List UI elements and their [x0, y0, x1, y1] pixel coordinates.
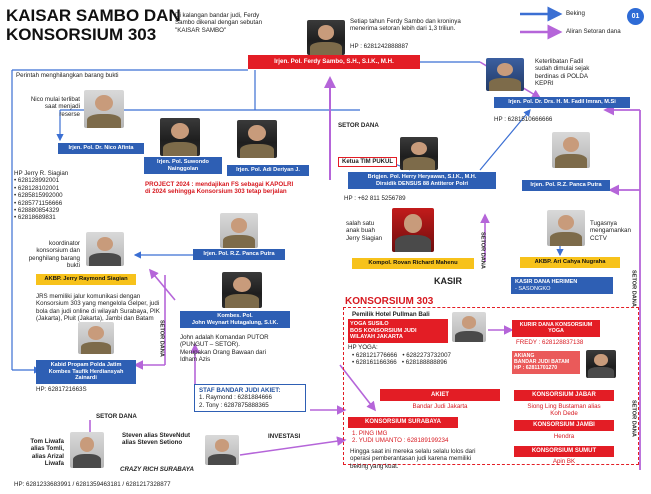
setor-dana-vertical-right-top: SETOR DANA: [630, 270, 637, 307]
project-note: PROJECT 2024 : mendajikan FS sebagai KAP…: [145, 181, 294, 196]
akiang-photo: [586, 350, 616, 378]
hutagalung-photo: [222, 272, 262, 308]
kasir-label: KASIR: [434, 276, 463, 286]
tom-note: Tom Liwafa alias Tomli, alias Arizal Liw…: [30, 438, 64, 468]
jabar-box: KONSORSIUM JABAR: [514, 390, 614, 401]
heryawan-photo: [400, 137, 438, 170]
steven-note: Steven alias SteveNdut alias Steven Seti…: [122, 432, 191, 447]
rovan-note: salah satu anak buah Jerry Siagian: [346, 220, 383, 242]
page-title: KAISAR SAMBO DAN KONSORSIUM 303: [6, 6, 181, 44]
fadil-hp: HP : 6281510666666: [494, 116, 553, 123]
kurir-box: KURIR DANA KONSORSIUM YOGA: [512, 320, 600, 337]
akiet-box: AKIET: [380, 389, 500, 401]
akiet-sub: Bandar Judi Jakarta: [412, 403, 468, 410]
steven-photo: [205, 435, 239, 465]
cahya-photo: [547, 210, 585, 246]
deriyan-photo: [237, 120, 277, 158]
konsorsium-title: KONSORSIUM 303: [345, 296, 434, 307]
panca-right-photo: [552, 132, 590, 168]
yoga-hp-label: HP YOGA:: [348, 344, 378, 351]
panca-mid-box: Irjen. Pol. R.Z. Panca Putra: [193, 249, 285, 260]
page-number-badge: 01: [627, 8, 644, 25]
perintah-note: Perintah menghilangkan barang bukti: [16, 72, 119, 79]
cahya-note: Tugasnya mengamankan CCTV: [590, 220, 631, 242]
kabid-photo: [78, 322, 114, 354]
jerry-box: AKBP. Jerry Raymond Siagian: [36, 274, 136, 285]
cahya-box: AKBP. Ari Cahya Nugraha: [520, 257, 620, 268]
konsorsium-frame: [343, 307, 639, 465]
sambo-hp: HP : 6281242888887: [350, 43, 409, 50]
kasir-box: KASIR DANA HERIMEN - SASONGKO: [511, 277, 613, 295]
crazy-rich-label: CRAZY RICH SURABAYA: [120, 466, 194, 473]
fadil-photo: [486, 58, 524, 91]
fadil-note: Keterlibatan Fadil sudah dimulai sejak b…: [535, 58, 590, 88]
sumut-box: KONSORSIUM SUMUT: [514, 446, 614, 457]
legend-beking: Beking: [566, 10, 585, 17]
yoga-hp-list: • 628121776666 • 6282273732007 • 6281611…: [352, 352, 451, 367]
heryawan-hp: HP : +62 811 5256789: [344, 195, 406, 202]
setor-dana-vertical-mid: SETOR DANA: [479, 232, 486, 269]
setor-dana-vertical-right-bottom: SETOR DANA: [630, 400, 637, 437]
fadil-box: Irjen. Pol. Dr. Drs. H. M. Fadil Imran, …: [494, 97, 630, 108]
rovan-box: Kompol. Rovan Richard Mahenu: [352, 258, 474, 269]
deriyan-box: Irjen. Pol. Adi Deriyan J.: [227, 165, 309, 176]
setor-dana-bottom: SETOR DANA: [96, 413, 137, 420]
hingga-note: Hingga saat ini mereka selalu selalu lol…: [350, 448, 476, 470]
nico-note: Nico mulai terlibat saat menjadi reserse: [30, 96, 80, 118]
yoga-top-note: Pemilik Hotel Pullman Bali: [352, 311, 430, 318]
ketua-tim-pukul-label: Ketua TIM PUKUL: [338, 157, 397, 167]
sambo-box: Irjen. Pol. Ferdy Sambo, S.H., S.I.K., M…: [248, 55, 420, 69]
sumut-sub: Apin BK: [552, 458, 576, 465]
setor-dana-vertical-left: SETOR DANA: [158, 320, 165, 357]
investasi-label: INVESTASI: [268, 433, 301, 440]
suwondo-photo: [160, 118, 200, 156]
sambo-photo: [307, 20, 345, 55]
kabid-box: Kabid Propam Polda Jatim Kombes Taufik H…: [36, 360, 136, 384]
panca-right-box: Irjen. Pol. R.Z. Panca Putra: [522, 180, 610, 191]
jambi-box: KONSORSIUM JAMBI: [514, 420, 614, 431]
sambo-note: Setiap tahun Ferdy Sambo dan kroninya me…: [350, 18, 461, 33]
koordinator-note: koordinator konsorsium dan penghilang ba…: [28, 240, 80, 270]
intro-note: Di kalangan bandar judi, Ferdy Sambo dik…: [175, 12, 263, 34]
bottom-hps: HP: 6281233683991 / 6281359463181 / 6281…: [14, 481, 171, 488]
surabaya-list: 1. PING IMG 2. YUDI UMANTO : 62818919923…: [352, 430, 449, 445]
suwondo-box: Irjen. Pol. Suwondo Nainggolan: [144, 157, 222, 175]
jambi-sub: Hendra: [553, 433, 575, 440]
rovan-photo: [392, 208, 434, 252]
akiang-box: AKIANG BANDAR JUDI BATAM HP : 6281170127…: [512, 351, 580, 374]
panca-mid-photo: [220, 213, 258, 248]
jerry-hp-list: HP Jerry R. Siagian 628128992001 6281281…: [14, 170, 68, 222]
jrs-note: JRS memiliki jalur komunikasi dengan Kon…: [36, 293, 160, 323]
nico-box: Irjen. Pol. Dr. Nico Afinta: [58, 143, 144, 154]
hutagalung-note: John adalah Komandan PUTOR (PUNGUT – SET…: [180, 334, 269, 364]
surabaya-box: KONSORSIUM SURABAYA: [348, 417, 458, 428]
jabar-sub: Siong Ling Bustaman alias Koh Dede: [527, 403, 601, 418]
legend-aliran: Aliran Setoran dana: [566, 28, 621, 35]
yoga-box: YOGA SUSILO BOS KONSORSIUM JUDI WILAYAH …: [348, 319, 448, 343]
kurir-fredy: FREDY : 628128837138: [516, 339, 584, 346]
hutagalung-box: Kombes. Pol. John Weynart Hutagalung, S.…: [180, 311, 290, 329]
tom-photo: [70, 432, 104, 468]
nico-photo: [84, 90, 124, 128]
heryawan-box: Brigjen. Pol. Herry Heryawan, S.I.K., M.…: [348, 172, 496, 190]
kabid-hp: HP: 6281721663S: [36, 386, 87, 393]
staf-box: STAF BANDAR JUDI AKIET: 1. Raymond : 628…: [194, 384, 306, 413]
jerry-photo: [86, 232, 124, 266]
yoga-photo: [452, 312, 486, 342]
setor-dana-top: SETOR DANA: [338, 122, 379, 129]
